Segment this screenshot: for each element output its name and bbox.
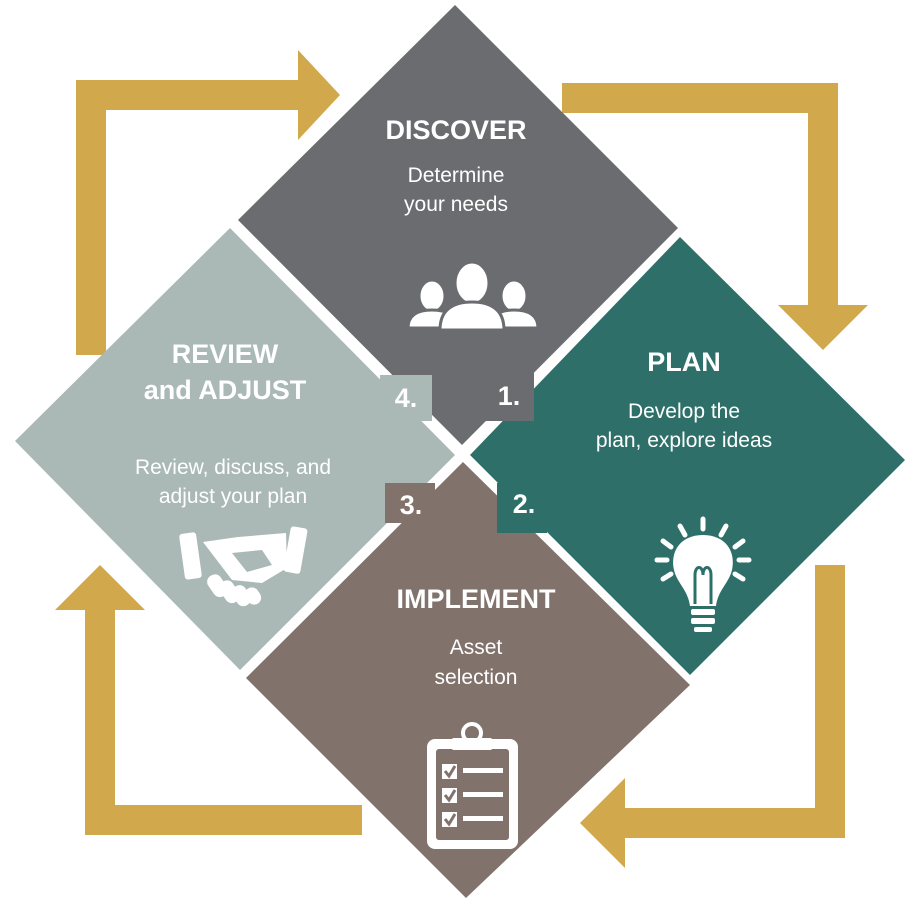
plan-title: PLAN bbox=[647, 347, 721, 377]
discover-title: DISCOVER bbox=[385, 115, 527, 145]
arrow-bottom-right bbox=[580, 565, 845, 868]
handshake-icon bbox=[179, 526, 308, 607]
discover-desc-line1: Determine bbox=[407, 164, 505, 187]
implement-diamond bbox=[246, 462, 690, 898]
plan-desc-line1: Develop the bbox=[627, 400, 741, 423]
step-3-tab bbox=[385, 483, 435, 523]
lightbulb-icon bbox=[654, 516, 752, 632]
review-desc-line2: adjust your plan bbox=[158, 485, 308, 508]
arrow-top-right bbox=[562, 83, 868, 350]
plan-diamond bbox=[470, 237, 905, 675]
people-group-icon bbox=[406, 260, 540, 332]
step-2-number: 2. bbox=[512, 489, 536, 519]
step-1-number: 1. bbox=[497, 381, 521, 411]
plan-desc-line2: plan, explore ideas bbox=[595, 429, 773, 452]
step-2-tab bbox=[497, 483, 547, 533]
clipboard-checklist-icon bbox=[427, 722, 518, 849]
review-diamond bbox=[15, 228, 455, 670]
review-title-line2: and ADJUST bbox=[143, 375, 307, 405]
review-title-line1: REVIEW bbox=[171, 339, 279, 369]
implement-title: IMPLEMENT bbox=[396, 584, 556, 614]
step-1-tab bbox=[484, 373, 534, 421]
discover-desc-line2: your needs bbox=[404, 193, 508, 216]
step-3-number: 3. bbox=[399, 490, 423, 520]
arrow-top-left bbox=[76, 50, 340, 355]
arrow-bottom-left bbox=[55, 565, 362, 835]
discover-diamond bbox=[238, 5, 678, 445]
step-4-tab bbox=[380, 375, 432, 421]
review-desc-line1: Review, discuss, and bbox=[134, 456, 332, 479]
implement-desc-line2: selection bbox=[434, 666, 518, 689]
implement-desc-line1: Asset bbox=[449, 636, 503, 659]
step-4-number: 4. bbox=[394, 383, 418, 413]
